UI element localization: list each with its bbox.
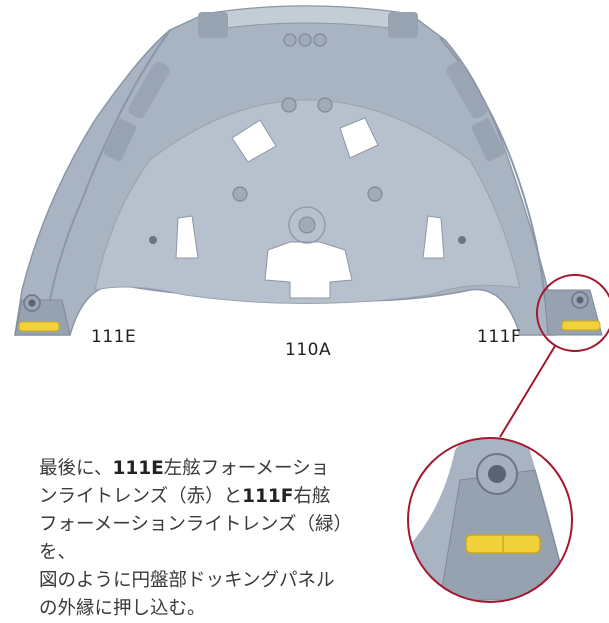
instruction-segment: の外縁に押し込む。 [39,598,206,619]
zoom-circle [407,437,573,603]
callout-circle [536,274,609,352]
instruction-segment: フォーメーションライトレンズ（緑）を、 [39,514,353,563]
green-formation-lens [561,320,601,331]
panel-inner-dome [94,99,521,304]
instruction-part-111e: 111E [112,458,164,479]
zoomed-detail [408,438,572,602]
instruction-segment: 左舷フォーメーショ [163,458,330,479]
instruction-segment: 図のように円盤部ドッキングパネル [39,570,335,591]
part-label-111f: 111F [477,327,522,347]
instruction-segment: ンライトレンズ（赤）と [39,486,243,507]
left-lens-mount [14,294,71,336]
callout-leader [499,345,556,438]
red-formation-lens [18,321,60,332]
instruction-segment: 右舷 [293,486,331,507]
part-label-110a: 110A [285,340,332,360]
instruction-segment: 最後に、 [39,458,113,479]
instruction-text: 最後に、111E左舷フォーメーションライトレンズ（赤）と111F右舷フォーメーシ… [39,455,379,623]
assembly-illustration [14,5,609,603]
instruction-part-111f: 111F [242,486,294,507]
part-label-111e: 111E [91,327,137,347]
right-lens-mount [543,289,603,336]
